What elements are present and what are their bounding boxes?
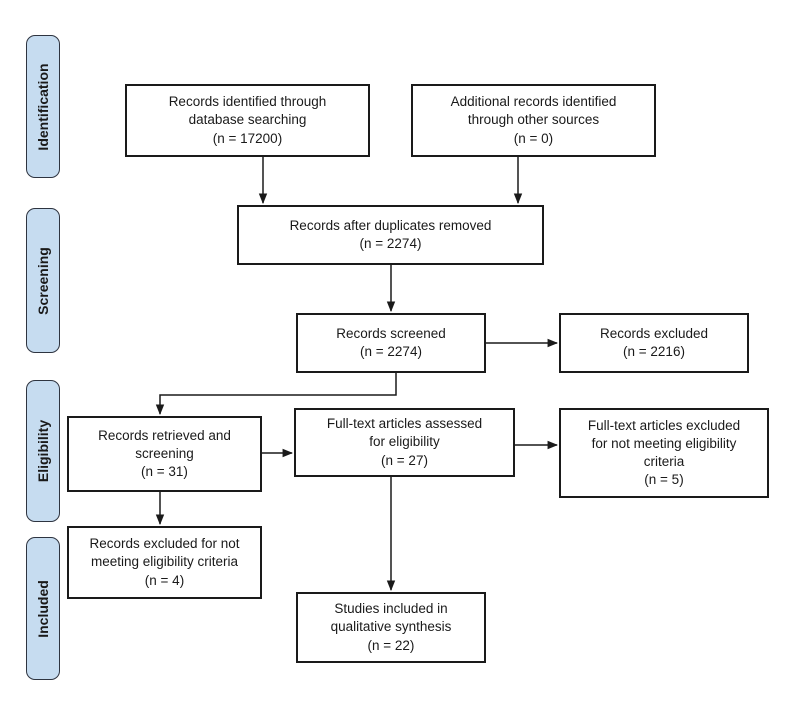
box-fulltext-excluded: Full-text articles excluded for not meet… (559, 408, 769, 498)
box-text: Records screened (336, 325, 446, 341)
box-count: (n = 17200) (212, 130, 283, 146)
phase-included-label: Included (35, 579, 51, 638)
box-count: (n = 2274) (360, 344, 422, 359)
box-count: (n = 5) (644, 472, 684, 488)
box-records-retrieved: Records retrieved and screening (n = 31) (67, 416, 262, 492)
box-studies-included: Studies included in qualitative synthesi… (296, 592, 486, 663)
box-fulltext-assessed: Full-text articles assessed for eligibil… (294, 408, 515, 477)
box-text: for not meeting eligibility (591, 435, 737, 451)
box-records-excluded: Records excluded (n = 2216) (559, 313, 749, 373)
box-text: for eligibility (369, 434, 440, 450)
box-text: screening (135, 445, 194, 461)
box-text: Records after duplicates removed (289, 217, 492, 233)
box-text: Studies included in (334, 601, 448, 617)
phase-included: Included (26, 537, 60, 680)
box-records-screened: Records screened (n = 2274) (296, 313, 486, 373)
box-count: (n = 4) (144, 572, 185, 588)
box-count: (n = 31) (141, 464, 188, 480)
box-count: (n = 22) (367, 637, 415, 653)
box-text: criteria (643, 454, 685, 469)
box-count: (n = 0) (513, 130, 554, 146)
box-text: Records retrieved and (98, 427, 231, 443)
box-records-excluded-not-meeting: Records excluded for not meeting eligibi… (67, 526, 262, 599)
phase-identification-label: Identification (35, 62, 51, 151)
phase-eligibility: Eligibility (26, 380, 60, 522)
phase-screening-label: Screening (35, 246, 51, 315)
box-text: Full-text articles assessed (326, 416, 483, 432)
box-text: Full-text articles excluded (587, 417, 741, 433)
box-text: Records excluded (599, 325, 709, 341)
box-text: Records excluded for not (89, 536, 240, 552)
phase-identification: Identification (26, 35, 60, 178)
box-additional-records-other-sources: Additional records identified through ot… (411, 84, 656, 157)
box-count: (n = 27) (381, 452, 428, 468)
box-text: meeting eligibility criteria (90, 554, 239, 570)
box-records-after-duplicates: Records after duplicates removed (n = 22… (237, 205, 544, 265)
box-text: qualitative synthesis (330, 619, 452, 635)
phase-eligibility-label: Eligibility (35, 419, 51, 483)
arrow-screened-to-retrieved (155, 373, 397, 416)
box-text: Additional records identified (450, 94, 617, 110)
box-count: (n = 2216) (623, 344, 685, 359)
box-count: (n = 2274) (359, 236, 422, 251)
box-records-identified-database: Records identified through database sear… (125, 84, 370, 157)
box-text: through other sources (467, 112, 600, 128)
box-text: database searching (188, 112, 307, 128)
box-text: Records identified through (168, 94, 327, 110)
phase-screening: Screening (26, 208, 60, 353)
